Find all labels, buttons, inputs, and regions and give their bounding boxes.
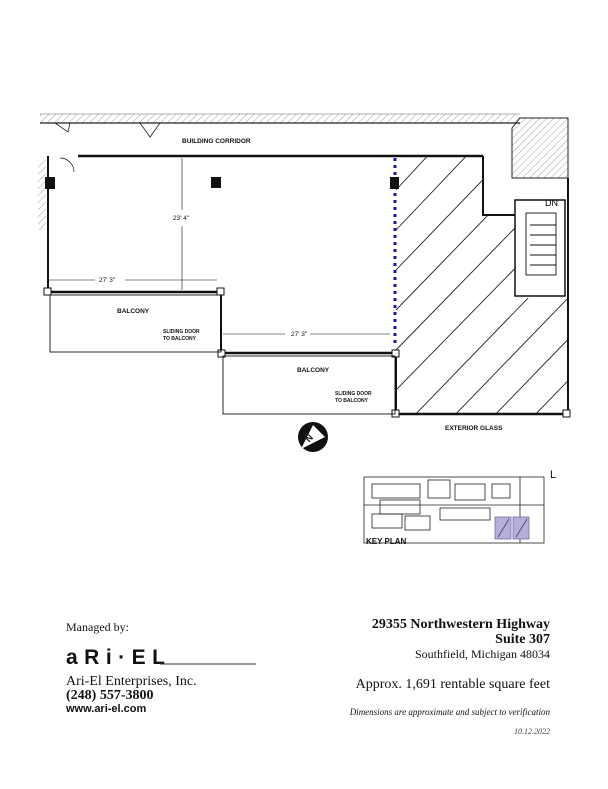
balcony-2-label: BALCONY: [297, 367, 330, 374]
column: [45, 177, 55, 189]
column: [211, 177, 221, 188]
svg-text:N: N: [303, 432, 315, 444]
north-arrow-icon: N: [298, 422, 328, 452]
balcony-2: [222, 355, 396, 415]
company-name: Ari-El Enterprises, Inc.: [66, 674, 197, 689]
rentable-area: Approx. 1,691 rentable square feet: [355, 677, 550, 692]
exterior-glass-label: EXTERIOR GLASS: [445, 425, 503, 432]
stairwell: [514, 199, 566, 297]
building-top-wall: [40, 113, 569, 179]
address-line2: Suite 307: [495, 632, 550, 647]
balcony-1: [49, 294, 222, 353]
corridor-label: BUILDING CORRIDOR: [182, 138, 251, 145]
sliding-door-label: TO BALCONY: [335, 398, 369, 404]
key-plan-label: KEY PLAN: [366, 537, 407, 546]
address-line3: Southfield, Michigan 48034: [415, 647, 550, 661]
dimension-width-1: 27' 3": [99, 277, 116, 284]
managed-by-label: Managed by:: [66, 620, 129, 634]
left-wall: [38, 160, 46, 230]
company-website[interactable]: www.ari-el.com: [66, 703, 147, 715]
address-line1: 29355 Northwestern Highway: [371, 617, 550, 632]
dimension-lines: [48, 158, 390, 335]
key-plan-mark: L: [550, 469, 556, 481]
sliding-door-label: TO BALCONY: [163, 336, 197, 342]
sliding-door-label: SLIDING DOOR: [163, 329, 200, 335]
disclaimer: Dimensions are approximate and subject t…: [349, 707, 550, 717]
ari-el-logo: aRi·EL: [66, 646, 256, 669]
key-plan: [363, 476, 545, 544]
svg-text:aRi·EL: aRi·EL: [66, 646, 166, 669]
suite-walls: [43, 154, 571, 418]
document-date: 10.12.2022: [514, 727, 550, 736]
column: [390, 177, 399, 189]
dimension-depth: 23' 4": [173, 215, 190, 222]
stair-dn-label: DN: [545, 198, 558, 208]
sliding-door-label: SLIDING DOOR: [335, 391, 372, 397]
company-phone: (248) 557-3800: [66, 688, 154, 703]
balcony-1-label: BALCONY: [117, 308, 150, 315]
dimension-width-2: 27' 3": [291, 331, 308, 338]
